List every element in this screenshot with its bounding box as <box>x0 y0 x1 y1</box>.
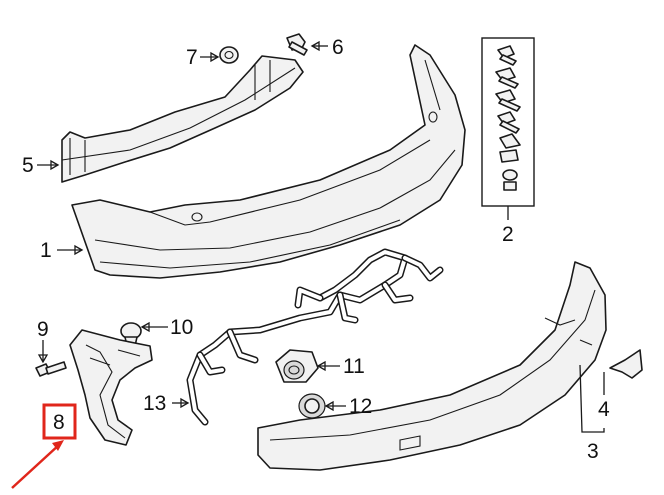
park-sensor-part <box>275 349 319 383</box>
wiring-harness-part <box>186 248 444 426</box>
leader-lines <box>37 40 605 433</box>
fastener-bolt-3 <box>495 89 521 112</box>
callout-8: 8 <box>53 411 65 434</box>
callout-3: 3 <box>587 440 599 463</box>
fastener-bolt-1 <box>497 45 517 66</box>
callout-10: 10 <box>170 316 193 339</box>
fastener-bolt-2 <box>495 67 519 89</box>
lower-valance-part <box>257 261 607 471</box>
screw-part <box>35 361 67 377</box>
callout-6: 6 <box>332 36 344 59</box>
valance-bracket-part <box>609 349 643 379</box>
fastener-rivet <box>502 169 518 191</box>
fastener-kit-part <box>481 37 535 207</box>
energy-absorber-part <box>61 55 304 183</box>
sensor-bezel-part <box>298 393 326 419</box>
leader-3 <box>579 364 605 433</box>
callout-12: 12 <box>349 395 372 418</box>
nut-part <box>219 46 239 64</box>
callout-13: 13 <box>143 392 166 415</box>
callout-9: 9 <box>37 318 49 341</box>
fastener-clip <box>499 149 519 163</box>
callout-2: 2 <box>502 223 514 246</box>
fastener-bolt-4 <box>497 111 520 134</box>
bumper-cover-part <box>71 44 466 279</box>
side-bracket-part <box>69 329 153 446</box>
callout-7: 7 <box>186 46 198 69</box>
callout-4: 4 <box>598 398 610 421</box>
callout-1: 1 <box>40 239 52 262</box>
highlight-box <box>42 403 77 440</box>
highlight-arrow <box>11 440 64 489</box>
bolt-part-upper <box>286 33 308 56</box>
callout-5: 5 <box>22 154 34 177</box>
callout-11: 11 <box>343 355 365 378</box>
fastener-pin <box>499 133 521 149</box>
